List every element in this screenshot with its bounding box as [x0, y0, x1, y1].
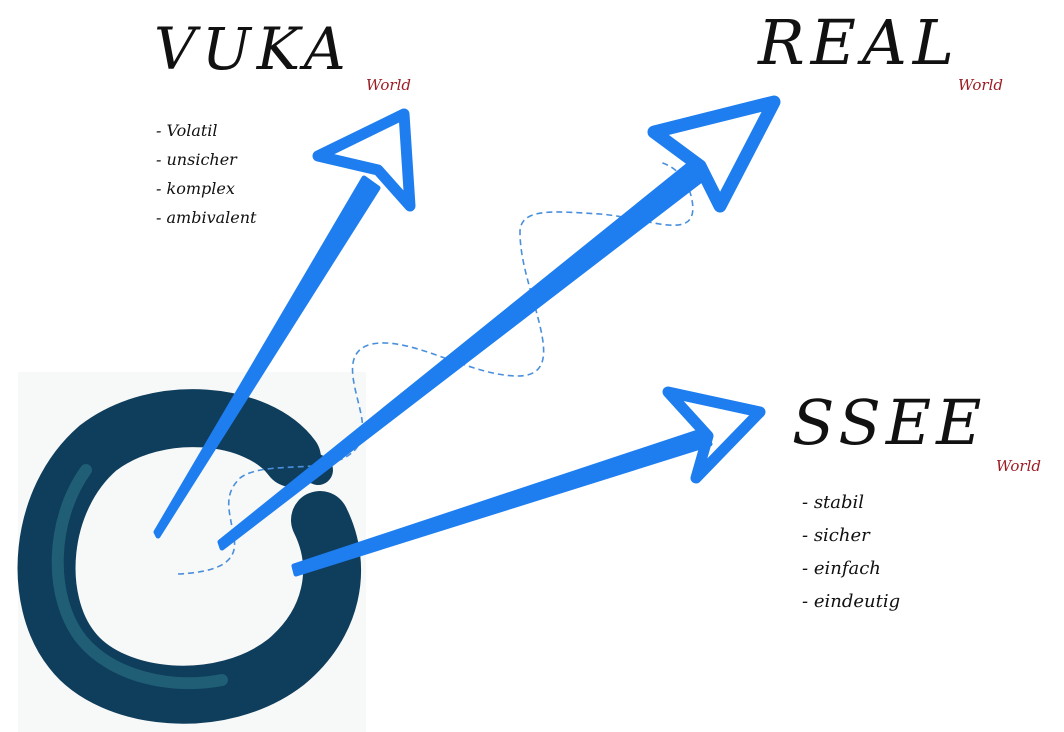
real-title: REAL	[758, 6, 960, 79]
enso-ring-tone	[51, 464, 228, 690]
ssee-sub-label: World	[996, 457, 1041, 475]
enso-ring-stroke	[17, 389, 362, 724]
arrow-head-ssee	[662, 386, 766, 484]
arrow-to-ssee	[291, 386, 766, 577]
vuka-item: ambivalent	[156, 203, 257, 232]
arrow-shaft-vuka	[153, 175, 381, 539]
arrow-head-real	[647, 95, 781, 213]
arrow-to-real	[217, 95, 781, 551]
ssee-item: stabil	[802, 486, 900, 519]
vuka-item: unsicher	[156, 145, 256, 174]
arrow-to-vuka	[153, 108, 416, 539]
ssee-item: einfach	[802, 552, 900, 585]
vuka-attribute-list: Volatil unsicher komplex ambivalent	[156, 116, 257, 232]
ssee-attribute-list: stabil sicher einfach eindeutig	[802, 486, 900, 618]
ssee-title: SSEE	[792, 386, 987, 459]
ssee-item: eindeutig	[802, 585, 900, 618]
vuka-item: komplex	[156, 174, 256, 203]
vuka-item: Volatil	[156, 116, 256, 145]
vuka-sub-label: World	[366, 76, 411, 94]
real-sub-label: World	[958, 76, 1003, 94]
ssee-item: sicher	[802, 519, 900, 552]
arrow-head-vuka	[312, 108, 416, 212]
arrow-shaft-real	[217, 159, 707, 551]
vuka-title: VUKA	[154, 15, 352, 83]
